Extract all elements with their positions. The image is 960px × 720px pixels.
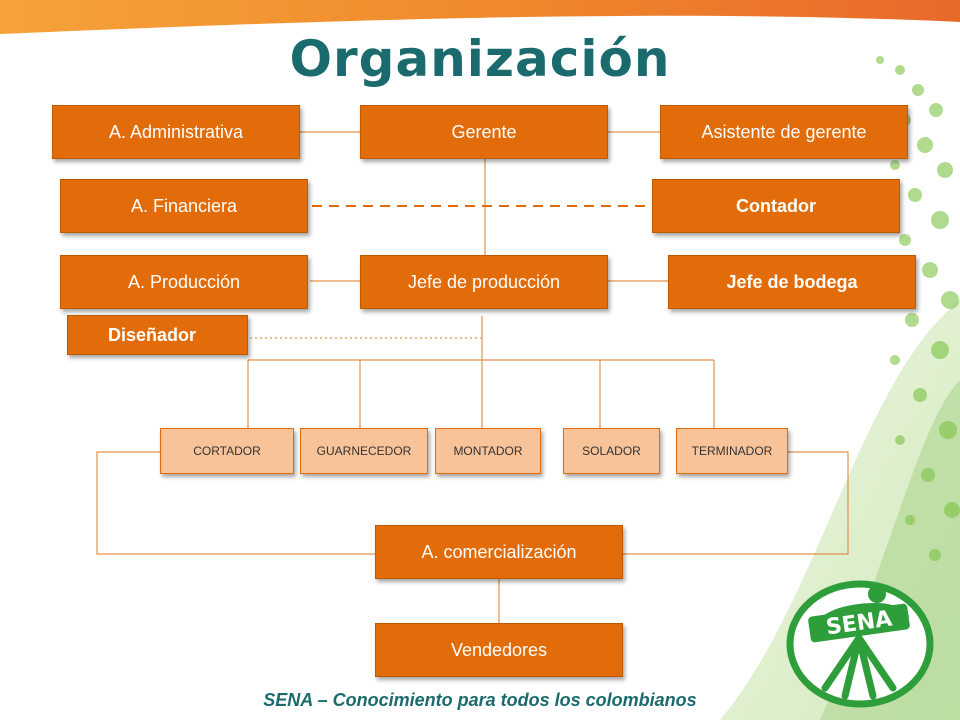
- node-disenador: Diseñador: [67, 315, 248, 355]
- node-guarnecedor: GUARNECEDOR: [300, 428, 428, 474]
- node-jefe-bodega: Jefe de bodega: [668, 255, 916, 309]
- node-vendedores: Vendedores: [375, 623, 623, 677]
- node-gerente: Gerente: [360, 105, 608, 159]
- node-financiera: A. Financiera: [60, 179, 308, 233]
- node-solador: SOLADOR: [563, 428, 660, 474]
- node-montador: MONTADOR: [435, 428, 541, 474]
- node-comercializacion: A. comercialización: [375, 525, 623, 579]
- node-produccion: A. Producción: [60, 255, 308, 309]
- node-jefe-produccion: Jefe de producción: [360, 255, 608, 309]
- footer-slogan: SENA – Conocimiento para todos los colom…: [263, 690, 697, 710]
- page-title: Organización: [289, 30, 671, 88]
- node-terminador: TERMINADOR: [676, 428, 788, 474]
- sena-logo: SENA: [786, 580, 934, 708]
- node-administrativa: A. Administrativa: [52, 105, 300, 159]
- node-asistente-gerente: Asistente de gerente: [660, 105, 908, 159]
- node-contador: Contador: [652, 179, 900, 233]
- node-cortador: CORTADOR: [160, 428, 294, 474]
